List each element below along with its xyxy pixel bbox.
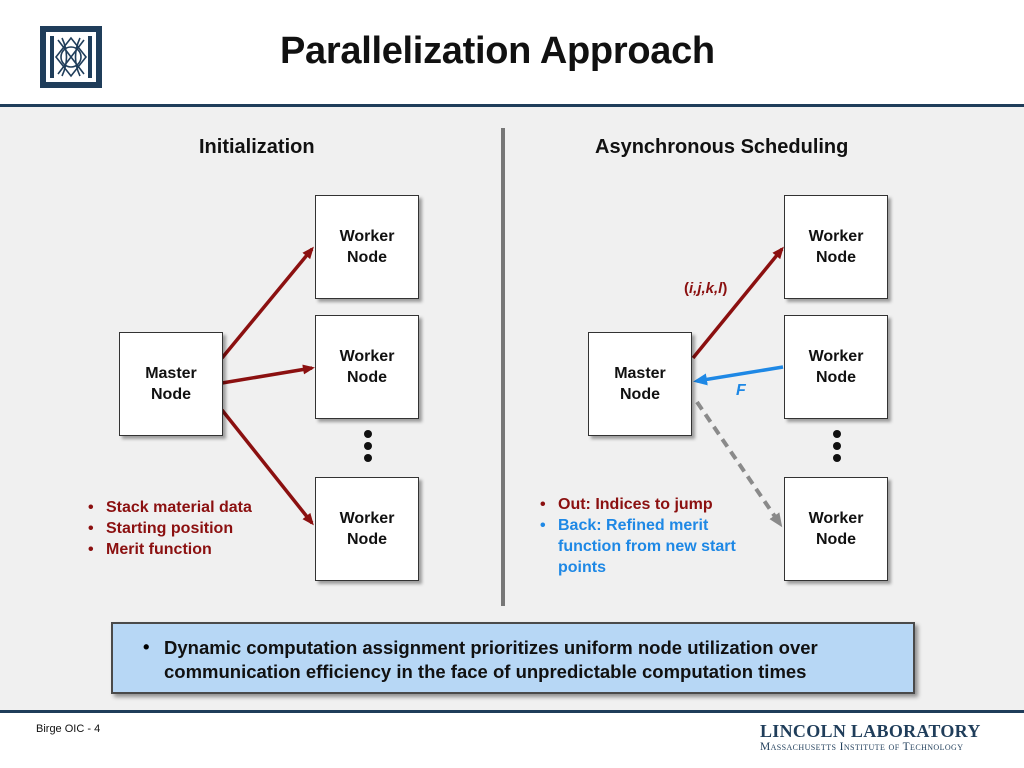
node-label: Worker xyxy=(808,510,864,527)
init-ellipsis-icon xyxy=(364,430,372,466)
node-label: Node xyxy=(347,369,387,386)
slide-header: Parallelization Approach xyxy=(0,0,1024,104)
lab-name: LINCOLN LABORATORY xyxy=(760,721,981,741)
list-item: Starting position xyxy=(86,518,252,539)
page-title: Parallelization Approach xyxy=(280,30,715,72)
init-bullet-list: Stack material data Starting position Me… xyxy=(86,497,252,560)
node-label: Master xyxy=(614,365,666,382)
node-label: Worker xyxy=(339,348,395,365)
mit-ll-logo-icon xyxy=(40,26,102,88)
async-ellipsis-icon xyxy=(833,430,841,466)
institute-name: Massachusetts Institute of Technology xyxy=(760,741,964,753)
list-item: Stack material data xyxy=(86,497,252,518)
node-label: Node xyxy=(816,369,856,386)
node-label: Worker xyxy=(808,228,864,245)
back-arrow-label: F xyxy=(736,382,746,399)
node-label: Worker xyxy=(339,228,395,245)
node-label: Worker xyxy=(808,348,864,365)
summary-callout: • Dynamic computation assignment priorit… xyxy=(111,622,915,694)
list-item: Merit function xyxy=(86,539,252,560)
node-label: Node xyxy=(347,249,387,266)
section-divider xyxy=(501,128,505,606)
footer-rule xyxy=(0,710,1024,713)
slide-footer xyxy=(0,713,1024,768)
bullet-icon: • xyxy=(143,636,150,657)
list-item: Back: Refined merit function from new st… xyxy=(538,515,768,578)
callout-text: Dynamic computation assignment prioritiz… xyxy=(164,637,818,682)
node-label: Worker xyxy=(339,510,395,527)
node-label: Node xyxy=(619,386,660,403)
node-label: Node xyxy=(816,249,856,266)
node-label: Master xyxy=(145,365,197,382)
page-number: Birge OIC - 4 xyxy=(36,723,101,735)
indices-label: i,j,k,l xyxy=(689,280,723,297)
out-arrow-label: (i,j,k,l) xyxy=(684,280,728,297)
node-label: Node xyxy=(816,531,856,548)
node-label: Node xyxy=(347,531,387,548)
initialization-heading: Initialization xyxy=(199,136,315,158)
async-scheduling-heading: Asynchronous Scheduling xyxy=(595,136,849,158)
node-label: Node xyxy=(150,386,191,403)
async-bullet-list: Out: Indices to jump Back: Refined merit… xyxy=(538,494,768,578)
header-rule xyxy=(0,104,1024,107)
list-item: Out: Indices to jump xyxy=(538,494,768,515)
